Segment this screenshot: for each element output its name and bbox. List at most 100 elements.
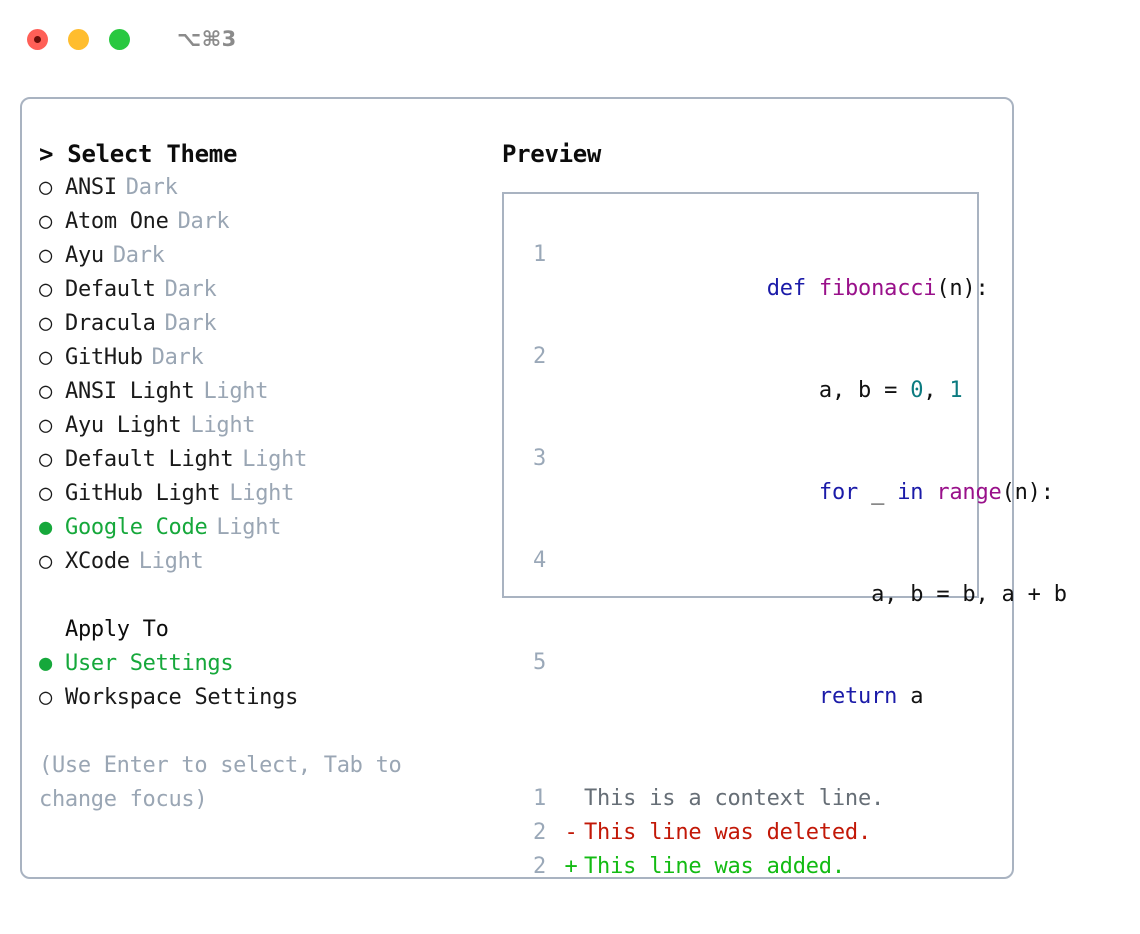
radio-icon: ○ [39, 379, 52, 404]
title-bar: ⌥⌘3 [0, 0, 1140, 78]
line-number: 2 [532, 820, 546, 845]
token [767, 684, 819, 709]
theme-name: GitHub Light [65, 481, 221, 506]
theme-name: Atom One [65, 209, 169, 234]
theme-name: Ayu Light [65, 413, 182, 438]
theme-option-github-dark[interactable]: ○ GitHub Dark [39, 341, 479, 375]
theme-option-ansi-light[interactable]: ○ ANSI Light Light [39, 375, 479, 409]
theme-option-ayu-light[interactable]: ○ Ayu Light Light [39, 409, 479, 443]
preview-box: 1 def fibonacci(n): 2 a, b = 0, 1 [502, 192, 1067, 879]
apply-to-workspace-settings[interactable]: ○ Workspace Settings [39, 681, 479, 715]
radio-icon: ○ [39, 447, 52, 472]
keyboard-hint-text: (Use Enter to select, Tab to change focu… [39, 753, 402, 812]
theme-name: ANSI [65, 175, 117, 200]
close-button[interactable] [27, 28, 48, 50]
apply-to-heading: Apply To [65, 617, 169, 642]
diff-line-added: 2 + This line was added. [516, 850, 969, 884]
diff-text: This line was added. [584, 854, 845, 879]
code-line: 5 return a [516, 646, 969, 748]
theme-name: ANSI Light [65, 379, 195, 404]
minimize-button[interactable] [68, 28, 89, 50]
code-content: a, b = 0, 1 [558, 340, 963, 442]
radio-icon: ○ [39, 175, 52, 200]
theme-name: GitHub [65, 345, 143, 370]
diff-text: This line was deleted. [584, 820, 871, 845]
theme-option-github-light[interactable]: ○ GitHub Light Light [39, 477, 479, 511]
radio-icon: ○ [39, 345, 52, 370]
apply-to-option-list[interactable]: ● User Settings ○ Workspace Settings [39, 647, 479, 715]
theme-name: Default Light [65, 447, 234, 472]
theme-name: Ayu [65, 243, 104, 268]
theme-option-default-light[interactable]: ○ Default Light Light [39, 443, 479, 477]
theme-variant: Light [190, 413, 256, 438]
keyboard-shortcut-label: ⌥⌘3 [177, 27, 237, 51]
theme-option-list[interactable]: ○ ANSI Dark ○ Atom One Dark ○ Ayu Dark [39, 171, 479, 579]
theme-variant: Dark [125, 175, 178, 200]
theme-option-atom-one-dark[interactable]: ○ Atom One Dark [39, 205, 479, 239]
line-number: 2 [532, 854, 546, 879]
code-line: 2 a, b = 0, 1 [516, 340, 969, 442]
token: a, b = [766, 378, 911, 403]
apply-to-label: Workspace Settings [65, 685, 299, 710]
token: 0 [910, 378, 924, 403]
token: a, b = b, a + b [766, 582, 1067, 607]
token: (n): [1001, 480, 1054, 505]
code-content: for _ in range(n): [558, 442, 1054, 544]
token: _ [858, 480, 898, 505]
radio-icon: ○ [39, 413, 52, 438]
token: a [897, 684, 924, 709]
line-number: 2 [532, 344, 546, 369]
theme-name: Default [65, 277, 156, 302]
token: return [818, 684, 898, 709]
line-number: 5 [532, 650, 546, 675]
close-icon [34, 35, 41, 43]
code-line: 1 def fibonacci(n): [516, 238, 989, 340]
theme-variant: Light [216, 515, 282, 540]
theme-option-ansi-dark[interactable]: ○ ANSI Dark [39, 171, 479, 205]
code-line: 4 a, b = b, a + b [516, 544, 1067, 646]
radio-icon: ○ [39, 549, 52, 574]
theme-picker-column: > Select Theme ○ ANSI Dark ○ Atom One Da… [39, 137, 479, 817]
radio-icon: ○ [39, 311, 52, 336]
theme-option-ayu-dark[interactable]: ○ Ayu Dark [39, 239, 479, 273]
radio-selected-icon: ● [39, 515, 52, 540]
code-content: a, b = b, a + b [558, 544, 1067, 646]
theme-variant: Light [138, 549, 204, 574]
line-number: 1 [532, 786, 546, 811]
token: fibonacci [818, 276, 937, 301]
diff-sign: - [564, 820, 578, 845]
radio-icon: ○ [39, 243, 52, 268]
select-theme-heading: > Select Theme [39, 140, 238, 168]
theme-variant: Dark [164, 311, 217, 336]
theme-variant: Dark [164, 277, 217, 302]
token [806, 276, 819, 301]
token: in [897, 480, 924, 505]
code-content: def fibonacci(n): [558, 238, 989, 340]
radio-icon: ○ [39, 481, 52, 506]
token: 1 [949, 378, 963, 403]
token [923, 480, 936, 505]
diff-sign: + [564, 854, 578, 879]
line-number: 3 [532, 446, 546, 471]
theme-name: Google Code [65, 515, 208, 540]
radio-icon: ○ [39, 685, 52, 710]
radio-icon: ○ [39, 209, 52, 234]
radio-selected-icon: ● [39, 651, 52, 676]
theme-variant: Light [242, 447, 308, 472]
apply-to-label: User Settings [65, 651, 234, 676]
panel-columns: > Select Theme ○ ANSI Dark ○ Atom One Da… [22, 99, 1067, 879]
theme-option-google-code[interactable]: ● Google Code Light [39, 511, 479, 545]
theme-name: Dracula [65, 311, 156, 336]
theme-option-default-dark[interactable]: ○ Default Dark [39, 273, 479, 307]
apply-to-user-settings[interactable]: ● User Settings [39, 647, 479, 681]
diff-line-deleted: 2 - This line was deleted. [516, 816, 969, 850]
theme-name: XCode [65, 549, 130, 574]
diff-text: This is a context line. [584, 786, 885, 811]
radio-icon: ○ [39, 277, 52, 302]
theme-variant: Dark [112, 243, 165, 268]
preview-column: Preview 1 def fibonacci(n): 2 [502, 137, 1067, 879]
theme-option-dracula-dark[interactable]: ○ Dracula Dark [39, 307, 479, 341]
theme-option-xcode[interactable]: ○ XCode Light [39, 545, 479, 579]
maximize-button[interactable] [109, 28, 130, 50]
window-controls [27, 28, 130, 50]
